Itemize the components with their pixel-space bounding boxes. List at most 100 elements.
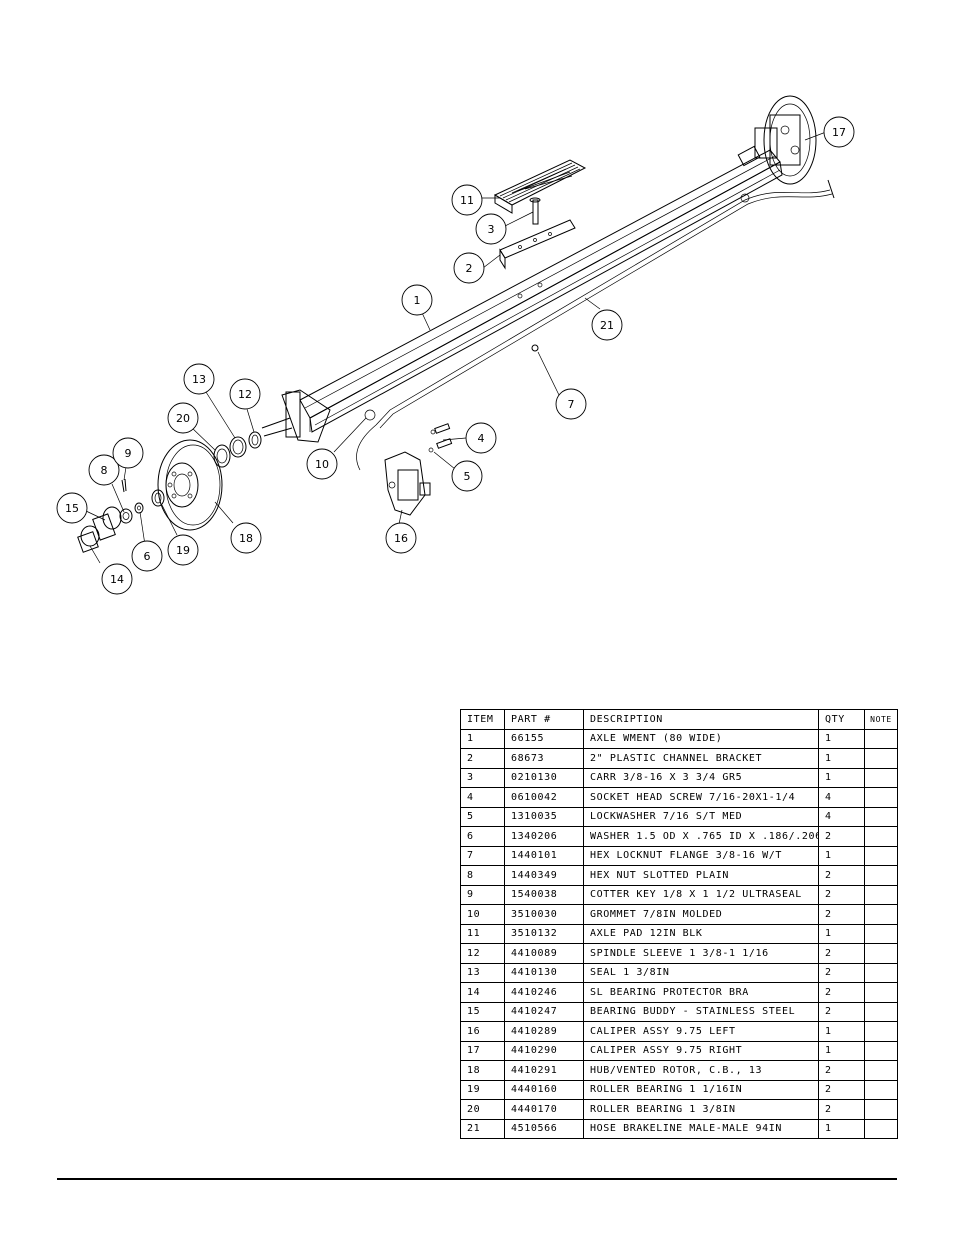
axle-pad: [493, 159, 587, 214]
cell-item: 21: [460, 1118, 505, 1139]
cell-description: GROMMET 7/8IN MOLDED: [583, 904, 819, 925]
callout-19-label: 19: [176, 544, 190, 557]
cell-item: 20: [460, 1099, 505, 1120]
spindle-sleeve: [248, 431, 262, 449]
cell-item: 5: [460, 806, 505, 827]
cell-item: 18: [460, 1060, 505, 1081]
cell-qty: 1: [818, 767, 865, 788]
callout-17-label: 17: [832, 126, 846, 139]
header-qty: QTY: [818, 709, 865, 730]
cell-part: 66155: [504, 728, 584, 749]
callout-10: 10: [306, 448, 338, 480]
callout-14-label: 14: [110, 573, 124, 586]
cell-item: 13: [460, 962, 505, 983]
callout-16-label: 16: [394, 532, 408, 545]
cell-qty: 2: [818, 865, 865, 886]
header-part: PART #: [504, 709, 584, 730]
cell-item: 6: [460, 826, 505, 847]
callout-21-label: 21: [600, 319, 614, 332]
cell-item: 1: [460, 728, 505, 749]
hub-rotor: [157, 439, 223, 531]
cell-part: 1310035: [504, 806, 584, 827]
cell-item: 9: [460, 884, 505, 905]
cell-part: 4410289: [504, 1021, 584, 1042]
cell-description: WASHER 1.5 OD X .765 ID X .186/.206: [583, 826, 819, 847]
cell-qty: 4: [818, 806, 865, 827]
cell-note: [864, 865, 898, 886]
callout-12-label: 12: [238, 388, 252, 401]
bearing-buddy: [92, 506, 122, 541]
cell-description: HOSE BRAKELINE MALE-MALE 94IN: [583, 1118, 819, 1139]
cell-description: LOCKWASHER 7/16 S/T MED: [583, 806, 819, 827]
cell-item: 2: [460, 748, 505, 769]
cell-description: AXLE PAD 12IN BLK: [583, 923, 819, 944]
cell-part: 4410246: [504, 982, 584, 1003]
cell-part: 3510030: [504, 904, 584, 925]
cell-part: 0210130: [504, 767, 584, 788]
cell-qty: 2: [818, 982, 865, 1003]
brake-hose: [356, 179, 835, 471]
callout-19: 19: [167, 534, 199, 566]
callout-9-label: 9: [125, 447, 132, 460]
cell-note: [864, 1079, 898, 1100]
axle-tube: [299, 145, 783, 433]
cell-qty: 2: [818, 884, 865, 905]
cotter-key: [121, 478, 127, 493]
cell-note: [864, 884, 898, 905]
cell-note: [864, 787, 898, 808]
leader-lines: [85, 131, 827, 564]
cell-note: [864, 1040, 898, 1061]
callout-18: 18: [230, 522, 262, 554]
header-note: NOTE: [864, 709, 898, 730]
cell-description: CARR 3/8-16 X 3 3/4 GR5: [583, 767, 819, 788]
cell-description: AXLE WMENT (80 WIDE): [583, 728, 819, 749]
washer: [134, 502, 144, 514]
cell-item: 8: [460, 865, 505, 886]
cell-description: 2" PLASTIC CHANNEL BRACKET: [583, 748, 819, 769]
hex-locknut: [531, 344, 539, 352]
cell-description: HEX NUT SLOTTED PLAIN: [583, 865, 819, 886]
cell-qty: 2: [818, 1079, 865, 1100]
cell-part: 3510132: [504, 923, 584, 944]
cell-qty: 2: [818, 1001, 865, 1022]
cell-qty: 1: [818, 923, 865, 944]
cell-qty: 1: [818, 1040, 865, 1061]
callout-6-label: 6: [144, 550, 151, 563]
spindle-end: [261, 389, 331, 443]
cell-part: 4410291: [504, 1060, 584, 1081]
cell-item: 11: [460, 923, 505, 944]
callout-7: 7: [555, 388, 587, 420]
socket-screws: [428, 423, 453, 453]
cell-description: SL BEARING PROTECTOR BRA: [583, 982, 819, 1003]
callout-6: 6: [131, 540, 163, 572]
cell-description: HUB/VENTED ROTOR, C.B., 13: [583, 1060, 819, 1081]
cell-item: 14: [460, 982, 505, 1003]
cell-item: 17: [460, 1040, 505, 1061]
cell-description: CALIPER ASSY 9.75 LEFT: [583, 1021, 819, 1042]
callout-14: 14: [101, 563, 133, 595]
cell-note: [864, 943, 898, 964]
cell-qty: 1: [818, 728, 865, 749]
callout-3: 3: [475, 213, 507, 245]
callout-17: 17: [823, 116, 855, 148]
cell-note: [864, 845, 898, 866]
cell-qty: 2: [818, 1099, 865, 1120]
cell-part: 1540038: [504, 884, 584, 905]
cell-item: 19: [460, 1079, 505, 1100]
cell-part: 4410290: [504, 1040, 584, 1061]
callout-4-label: 4: [478, 432, 485, 445]
callout-21: 21: [591, 309, 623, 341]
